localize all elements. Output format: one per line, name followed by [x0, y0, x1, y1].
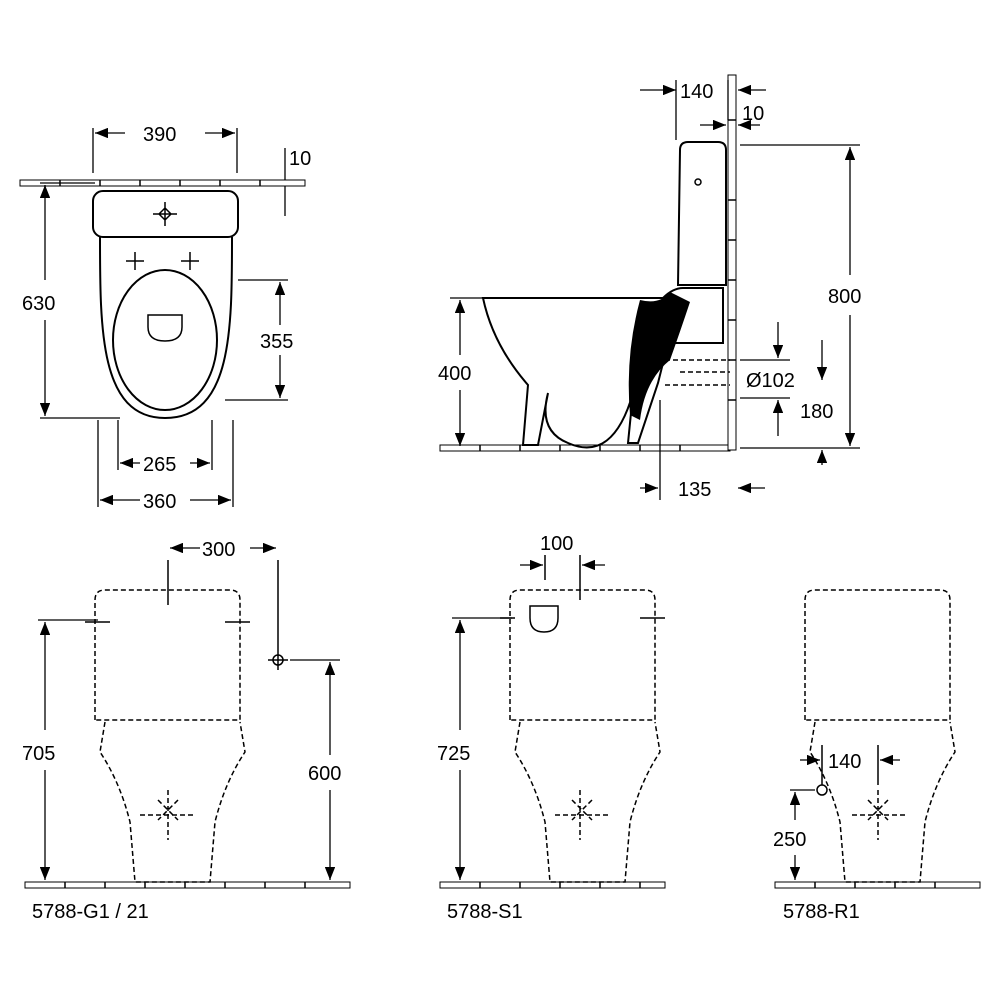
pan-outline [809, 721, 956, 883]
dim-140-front: 140 [828, 751, 861, 773]
dim-250: 250 [773, 829, 806, 851]
model-label-r1: 5788-R1 [783, 901, 860, 923]
seat-outline [112, 269, 218, 411]
model-label-g1: 5788-G1 / 21 [32, 901, 149, 923]
wall [727, 74, 737, 451]
dim-630: 630 [22, 293, 55, 315]
outlet-icon [529, 605, 559, 633]
bowl-opening [147, 314, 183, 342]
dim-100: 100 [540, 533, 573, 555]
wall-line [19, 179, 306, 187]
tank-top [92, 190, 239, 238]
dim-600: 600 [308, 763, 341, 785]
dim-10-side: 10 [742, 103, 764, 125]
dim-d102: Ø102 [746, 370, 795, 392]
top-view: 390 10 630 355 265 360 [19, 124, 311, 513]
cistern-outline [509, 589, 656, 721]
dim-800: 800 [828, 286, 861, 308]
trap-section [628, 292, 690, 420]
dim-355: 355 [260, 331, 293, 353]
side-view: 140 10 800 400 Ø102 180 135 [438, 74, 861, 501]
dim-705: 705 [22, 743, 55, 765]
bowl-profile [481, 287, 724, 449]
front-view-g1: 300 705 600 5788-G1 / 21 [22, 539, 351, 923]
dim-360: 360 [143, 491, 176, 513]
front-view-s1: 100 725 5788-S1 [437, 533, 666, 923]
dim-400: 400 [438, 363, 471, 385]
dim-725: 725 [437, 743, 470, 765]
cistern-outline [94, 589, 241, 721]
bowl-outline [99, 236, 233, 420]
pan-outline [99, 721, 246, 883]
pan-outline [514, 721, 661, 883]
dim-135: 135 [678, 479, 711, 501]
cistern [676, 141, 727, 286]
dim-10-top: 10 [289, 148, 311, 170]
dim-140-side: 140 [680, 81, 713, 103]
cistern-outline [804, 589, 951, 721]
dim-390: 390 [143, 124, 176, 146]
dim-265: 265 [143, 454, 176, 476]
dim-300: 300 [202, 539, 235, 561]
front-view-r1: 140 250 5788-R1 [773, 589, 981, 923]
dim-180: 180 [800, 401, 833, 423]
model-label-s1: 5788-S1 [447, 901, 523, 923]
water-supply-icon [816, 784, 828, 796]
flush-button-icon [153, 202, 177, 226]
